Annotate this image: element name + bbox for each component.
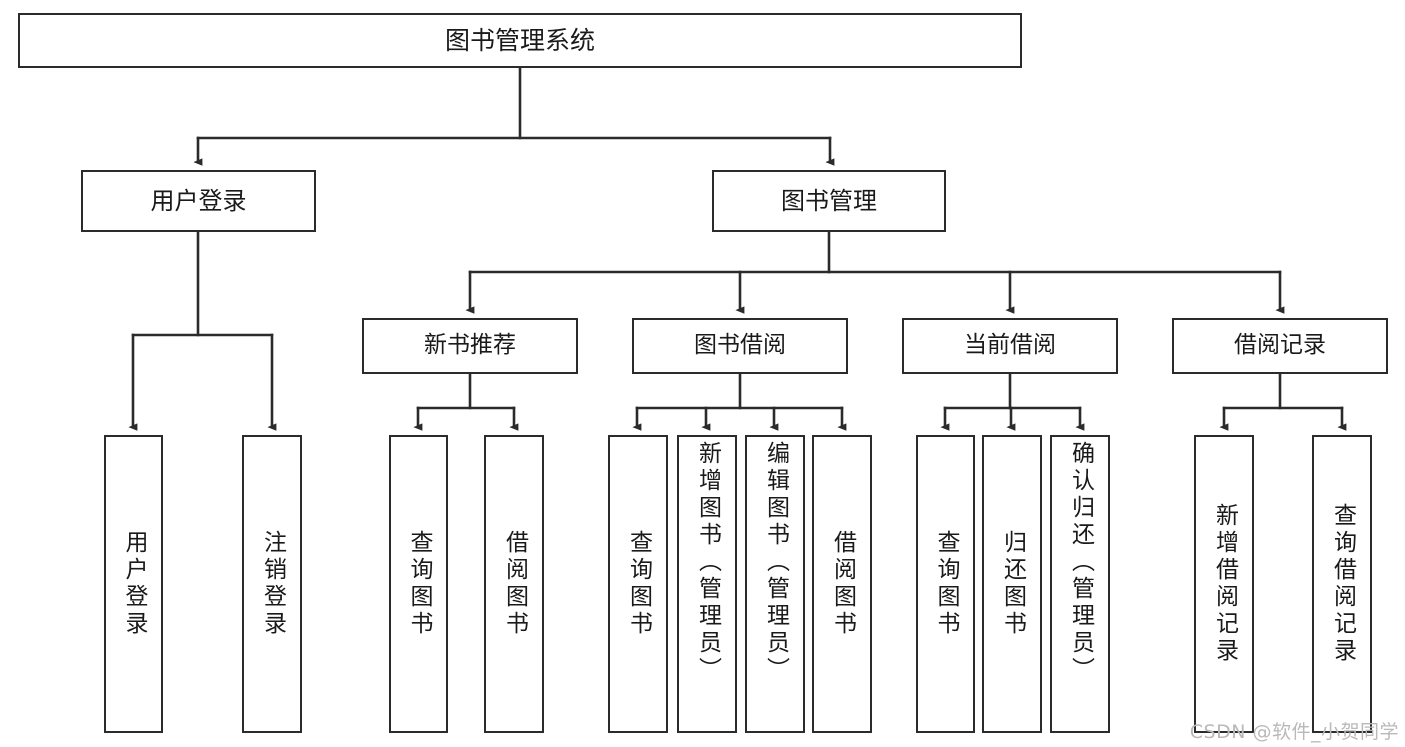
node-root[interactable]: 图书管理系统: [18, 13, 1022, 68]
node-current-borrow[interactable]: 当前借阅: [902, 318, 1118, 374]
node-leaf-query-book-2[interactable]: 查询图书: [608, 435, 668, 733]
node-user-login-label: 用户登录: [150, 186, 247, 215]
node-leaf-return-book[interactable]: 归还图书: [982, 435, 1042, 733]
node-leaf-borrow-book-1[interactable]: 借阅图书: [484, 435, 544, 733]
node-leaf-query-book-3[interactable]: 查询图书: [916, 435, 975, 733]
node-current-borrow-label: 当前借阅: [964, 332, 1056, 359]
node-leaf-add-record[interactable]: 新增借阅记录: [1194, 435, 1254, 733]
node-leaf-query-record-label: 查询借阅记录: [1329, 503, 1356, 665]
node-book-manage-label: 图书管理: [781, 186, 877, 215]
node-leaf-add-book[interactable]: 新增图书（管理员）: [677, 435, 737, 733]
node-book-borrow-label: 图书借阅: [694, 332, 786, 359]
node-leaf-add-book-label: 新增图书（管理员）: [694, 441, 721, 684]
node-leaf-query-book-1-label: 查询图书: [406, 530, 432, 638]
node-new-book-rec-label: 新书推荐: [424, 332, 516, 359]
node-book-manage[interactable]: 图书管理: [712, 170, 946, 232]
node-leaf-query-book-3-label: 查询图书: [933, 530, 959, 638]
node-leaf-logout-label: 注销登录: [259, 530, 286, 638]
node-leaf-query-record[interactable]: 查询借阅记录: [1312, 435, 1372, 733]
node-borrow-record-label: 借阅记录: [1234, 332, 1326, 359]
node-root-label: 图书管理系统: [444, 25, 595, 55]
node-leaf-borrow-book-2-label: 借阅图书: [829, 530, 856, 638]
node-leaf-edit-book[interactable]: 编辑图书（管理员）: [745, 435, 805, 733]
node-leaf-add-record-label: 新增借阅记录: [1211, 503, 1238, 665]
node-leaf-query-book-1[interactable]: 查询图书: [389, 435, 448, 733]
csdn-watermark: CSDN @软件_小贺同学: [1189, 721, 1399, 743]
node-borrow-record[interactable]: 借阅记录: [1172, 318, 1388, 374]
node-leaf-confirm-return[interactable]: 确认归还（管理员）: [1050, 435, 1110, 733]
node-leaf-user-login[interactable]: 用户登录: [104, 435, 163, 733]
node-new-book-rec[interactable]: 新书推荐: [362, 318, 578, 374]
node-book-borrow[interactable]: 图书借阅: [632, 318, 848, 374]
node-leaf-confirm-return-label: 确认归还（管理员）: [1067, 441, 1094, 684]
node-leaf-query-book-2-label: 查询图书: [625, 530, 652, 638]
node-leaf-borrow-book-2[interactable]: 借阅图书: [812, 435, 872, 733]
node-leaf-logout[interactable]: 注销登录: [242, 435, 302, 733]
node-user-login[interactable]: 用户登录: [81, 170, 316, 232]
node-leaf-edit-book-label: 编辑图书（管理员）: [762, 441, 789, 684]
node-leaf-return-book-label: 归还图书: [999, 530, 1026, 638]
node-leaf-borrow-book-1-label: 借阅图书: [501, 530, 528, 638]
node-leaf-user-login-label: 用户登录: [121, 530, 147, 638]
